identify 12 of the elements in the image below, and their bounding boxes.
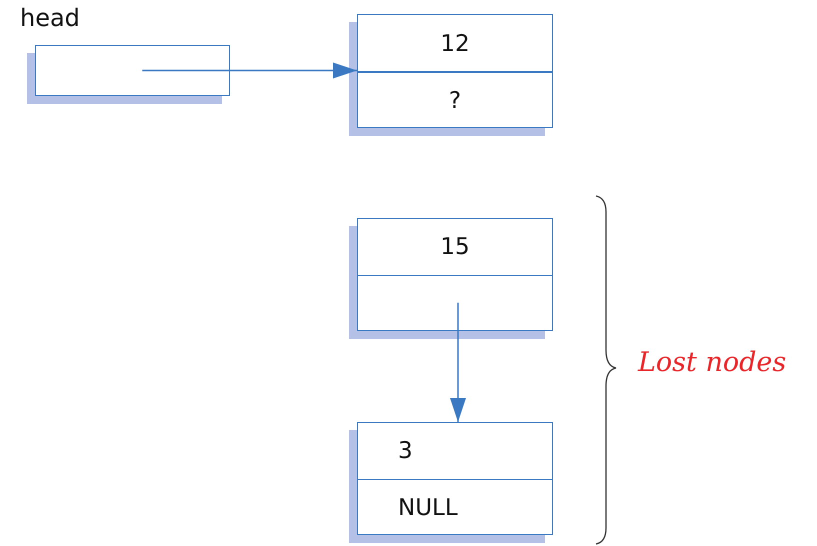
- next-value: ?: [448, 88, 462, 114]
- data-value: 3: [398, 438, 413, 464]
- data-value: 12: [440, 30, 470, 56]
- arrow: [142, 62, 357, 78]
- list-node-box: [357, 422, 553, 535]
- variable-name: head: [20, 4, 80, 32]
- list-node-box: [357, 218, 553, 331]
- next-value: NULL: [398, 494, 458, 521]
- annotation-label: Lost nodes: [638, 347, 786, 378]
- data-value: 15: [440, 234, 470, 260]
- arrow: [450, 302, 466, 422]
- list-node-box: [357, 14, 553, 128]
